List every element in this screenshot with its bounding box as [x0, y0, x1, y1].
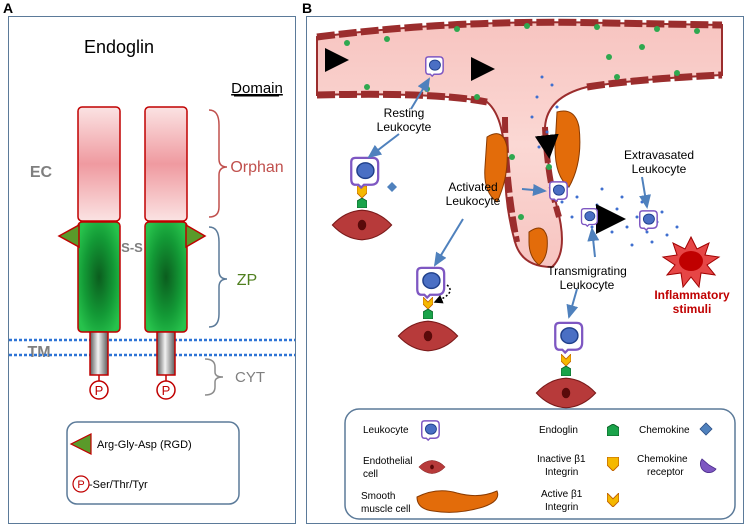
domain-header: Domain — [231, 80, 283, 97]
endothelial-cell-activated — [397, 320, 459, 352]
zp-domain-left — [77, 221, 121, 333]
leukocyte-extravasation-diagram: Resting Leukocyte Activated Leukocyte Ex… — [316, 18, 736, 520]
legend-active-integrin-line1: Active β1 — [541, 489, 583, 500]
panel-b-annotations: Resting Leukocyte Activated Leukocyte Ex… — [377, 106, 694, 292]
zp-domain-label: ZP — [237, 272, 257, 289]
leukocyte-resting-detail — [350, 156, 380, 189]
panel-a: Endoglin Domain EC TM P P — [8, 16, 296, 524]
legend-chemokine-receptor-line2: receptor — [647, 467, 684, 478]
pointer-arrows — [367, 77, 651, 319]
orphan-brace — [208, 109, 228, 218]
inflammatory-label-line2: stimuli — [673, 302, 712, 316]
endoglin-structure-diagram: Endoglin Domain EC TM P P — [9, 37, 295, 505]
cyt-brace — [204, 358, 224, 396]
endothelial-cell-resting — [331, 209, 393, 241]
panel-a-legend: Arg-Gly-Asp (RGD) P -Ser/Thr/Tyr — [66, 421, 240, 505]
zp-brace — [208, 226, 228, 328]
extravasated-leukocyte-icon — [639, 210, 658, 231]
extravasated-label-line1: Extravasated — [624, 148, 694, 162]
endoglin-resting — [357, 198, 367, 208]
phospho-legend-icon — [72, 475, 90, 493]
legend-smooth-muscle-line1: Smooth — [361, 491, 395, 502]
activated-cell-stack — [397, 266, 459, 352]
legend-leukocyte-icon — [421, 420, 440, 441]
cell-membrane — [9, 338, 295, 357]
ec-label: EC — [30, 164, 53, 181]
zp-domain-right — [144, 221, 188, 333]
flow-arrows — [325, 48, 626, 234]
resting-cell-stack — [331, 156, 397, 241]
inflammatory-stimulus-core — [679, 251, 703, 271]
legend-leukocyte-label: Leukocyte — [363, 425, 409, 436]
activated-label-line2: Leukocyte — [446, 194, 501, 208]
activated-label-line1: Activated — [448, 180, 497, 194]
cyt-tail-right — [156, 331, 176, 376]
activation-arrow — [433, 284, 451, 304]
legend-chemokine-receptor-line1: Chemokine — [637, 454, 688, 465]
legend-chemokine-label: Chemokine — [639, 425, 690, 436]
orphan-domain-label: Orphan — [230, 159, 283, 176]
phospho-right-symbol: P — [162, 383, 171, 398]
phospho-right-icon — [156, 380, 176, 400]
legend-smooth-muscle-line2: muscle cell — [361, 504, 410, 515]
resting-leukocyte-icon — [425, 56, 444, 77]
endoglin-activated — [423, 309, 433, 319]
orphan-domain-left — [77, 106, 121, 222]
panel-b: Resting Leukocyte Activated Leukocyte Ex… — [306, 16, 744, 524]
phospho-legend-label: -Ser/Thr/Tyr — [89, 479, 148, 491]
active-integrin-activated — [423, 297, 433, 309]
endoglin-transmigrating — [561, 366, 571, 376]
active-integrin-transmigrating — [561, 354, 571, 366]
rgd-legend-icon — [69, 433, 92, 455]
smooth-muscle-cells — [484, 110, 581, 266]
resting-label-line2: Leukocyte — [377, 120, 432, 134]
orphan-domain-right — [144, 106, 188, 222]
endoglin-monomer-left: P — [57, 106, 121, 400]
resting-label-line1: Resting — [384, 106, 425, 120]
rgd-triangle-right — [185, 223, 207, 249]
panel-b-legend: Leukocyte Endothelial cell Smooth muscle… — [344, 408, 736, 520]
legend-endothelial-line1: Endothelial — [363, 456, 412, 467]
rgd-legend-label: Arg-Gly-Asp (RGD) — [97, 439, 192, 451]
endothelial-cell-transmigrating — [535, 377, 597, 409]
transmigrating-label-line1: Transmigrating — [547, 264, 627, 278]
legend-inactive-integrin-line2: Integrin — [545, 467, 578, 478]
legend-chemokine-receptor-icon — [700, 458, 717, 473]
legend-endoglin-label: Endoglin — [539, 425, 578, 436]
phospho-legend-symbol: P — [77, 479, 84, 491]
disulfide-label: S-S — [121, 240, 143, 255]
tm-label: TM — [27, 344, 50, 361]
leukocyte-activated-detail — [416, 266, 446, 299]
endoglin-title: Endoglin — [84, 37, 154, 57]
transmigrating-cell-stack — [535, 321, 597, 409]
rgd-triangle-left — [57, 223, 80, 249]
legend-inactive-integrin-line1: Inactive β1 — [537, 454, 586, 465]
phospho-left-icon — [89, 380, 109, 400]
leukocyte-transmigrating-detail — [554, 321, 584, 354]
legend-active-integrin-line2: Integrin — [545, 502, 578, 513]
panel-b-label: B — [302, 0, 313, 16]
inflammatory-label-line1: Inflammatory — [654, 288, 730, 302]
activated-leukocyte-icon — [549, 181, 568, 202]
legend-endothelial-line2: cell — [363, 469, 378, 480]
phospho-left-symbol: P — [95, 383, 104, 398]
vessel-endoglin-dots — [344, 23, 700, 220]
chemokine-resting — [387, 182, 397, 192]
extravasated-label-line2: Leukocyte — [632, 162, 687, 176]
legend-smooth-muscle-icon — [416, 490, 499, 513]
inflammatory-label: Inflammatory stimuli — [654, 288, 730, 316]
legend-chemokine-icon — [699, 422, 713, 436]
transmigrating-leukocyte-icon — [580, 208, 598, 227]
transmigrating-label-line2: Leukocyte — [560, 278, 615, 292]
endoglin-monomer-right: P — [144, 106, 207, 400]
panel-a-label: A — [3, 0, 14, 16]
legend-box-a — [66, 421, 240, 505]
cyt-domain-label: CYT — [235, 369, 265, 386]
cyt-tail-left — [89, 331, 109, 376]
